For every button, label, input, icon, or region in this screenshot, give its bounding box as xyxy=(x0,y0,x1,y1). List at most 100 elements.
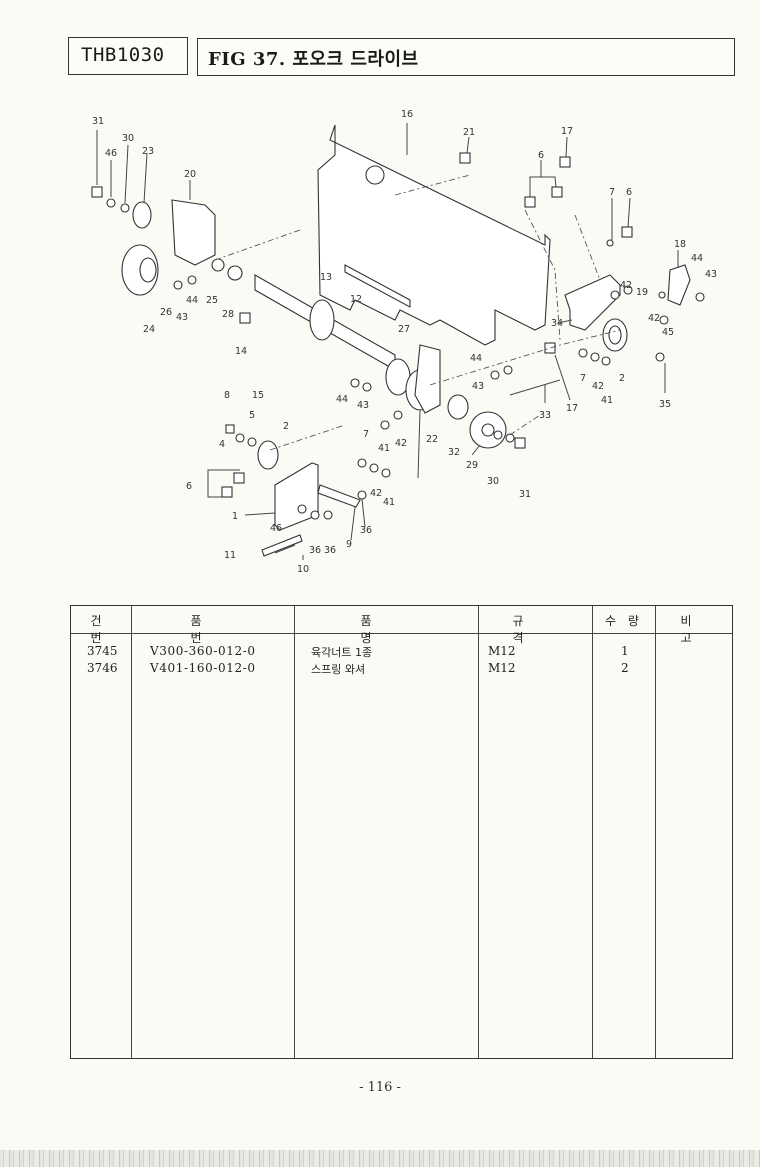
callout-label: 7 xyxy=(363,429,369,440)
bolt-6e xyxy=(221,486,233,498)
washer xyxy=(623,285,633,295)
leader xyxy=(207,469,240,485)
bolt-31-left xyxy=(91,186,103,198)
column-divider xyxy=(131,606,295,1058)
callout-label: 45 xyxy=(662,327,674,338)
callout-label: 27 xyxy=(398,324,410,335)
washer xyxy=(106,198,116,208)
callout-label: 6 xyxy=(186,481,192,492)
callout-label: 25 xyxy=(206,295,218,306)
callout-label: 21 xyxy=(463,127,475,138)
washer xyxy=(310,510,320,520)
washer xyxy=(173,280,183,290)
row-spec: M12 xyxy=(488,661,516,675)
callout-label: 42 xyxy=(648,313,660,324)
callout-label: 4 xyxy=(219,439,225,450)
washer xyxy=(393,410,403,420)
callout-label: 5 xyxy=(249,410,255,421)
callout-label: 31 xyxy=(92,116,104,127)
centerline xyxy=(214,229,301,261)
callout-label: 16 xyxy=(401,109,413,120)
bracket-22 xyxy=(414,344,441,414)
callout-label: 41 xyxy=(383,497,395,508)
leader xyxy=(274,544,296,554)
callout-label: 11 xyxy=(224,550,236,561)
exploded-parts-diagram: 31 30 46 23 20 16 21 17 6 7 6 18 44 43 1… xyxy=(0,95,760,585)
centerline xyxy=(269,424,346,451)
row-qty: 1 xyxy=(621,644,629,658)
label-layer: 31 30 46 23 20 16 21 17 6 7 6 18 44 43 1… xyxy=(92,109,717,575)
washer xyxy=(381,468,391,478)
leader xyxy=(627,197,631,228)
callout-label: 43 xyxy=(176,312,188,323)
centerline xyxy=(394,174,471,196)
callout-label: 36 xyxy=(324,545,336,556)
callout-label: 44 xyxy=(691,253,703,264)
bolt-6d xyxy=(233,472,245,484)
figure-title: FIG 37. 포오크 드라이브 xyxy=(208,49,419,70)
callout-label: 28 xyxy=(222,309,234,320)
header-part-no: 품 번 xyxy=(190,614,252,645)
washer xyxy=(610,290,620,300)
callout-label: 30 xyxy=(122,133,134,144)
washer xyxy=(323,510,333,520)
callout-label: 18 xyxy=(674,239,686,250)
washer xyxy=(658,291,666,299)
diagram-svg xyxy=(91,123,705,560)
table-header-row xyxy=(71,606,732,634)
column-divider xyxy=(294,606,479,1058)
column-divider xyxy=(478,606,593,1058)
callout-label: 7 xyxy=(609,187,615,198)
leader xyxy=(471,444,481,456)
centerline xyxy=(574,214,601,281)
bracket-plate xyxy=(564,274,621,331)
washer xyxy=(503,365,513,375)
callout-label: 35 xyxy=(659,399,671,410)
callout-label: 43 xyxy=(472,381,484,392)
washer xyxy=(120,203,130,213)
column-divider xyxy=(71,606,132,1058)
bolt-31-right xyxy=(514,437,526,449)
leader xyxy=(557,319,573,324)
bolt-6c xyxy=(621,226,633,238)
bolt-21 xyxy=(459,152,471,164)
bolt-eleven xyxy=(261,534,303,557)
frame-hole xyxy=(365,165,385,185)
page-number: - 116 - xyxy=(359,1080,401,1095)
callout-label: 6 xyxy=(538,150,544,161)
callout-label: 19 xyxy=(636,287,648,298)
leader xyxy=(529,160,542,197)
leader xyxy=(554,354,571,401)
leader xyxy=(207,485,222,498)
leader xyxy=(244,512,276,516)
bevel-gear-hub xyxy=(139,257,157,283)
callout-label: 31 xyxy=(519,489,531,500)
bolt-17b xyxy=(544,342,556,354)
bolt-14 xyxy=(239,312,251,324)
washer xyxy=(369,463,379,473)
callout-label: 44 xyxy=(336,394,348,405)
collar-32 xyxy=(447,394,469,420)
centerline xyxy=(509,414,541,436)
washer xyxy=(350,378,360,388)
callout-label: 8 xyxy=(224,390,230,401)
callout-label: 20 xyxy=(184,169,196,180)
callout-label: 17 xyxy=(561,126,573,137)
callout-label: 44 xyxy=(470,353,482,364)
leader xyxy=(124,144,129,204)
leader xyxy=(350,506,356,541)
washer xyxy=(601,356,611,366)
callout-label: 42 xyxy=(592,381,604,392)
row-spec: M12 xyxy=(488,644,516,658)
pin-nine xyxy=(317,484,361,508)
callout-label: 34 xyxy=(551,318,563,329)
gear-small xyxy=(132,201,152,229)
bolt-8 xyxy=(225,424,235,434)
row-part-no: V401-160-012-0 xyxy=(150,661,256,675)
header-spec: 규 격 xyxy=(512,614,564,645)
bolt-17 xyxy=(559,156,571,168)
washer xyxy=(606,239,614,247)
callout-label: 12 xyxy=(350,294,362,305)
washer xyxy=(659,315,669,325)
model-code: THB1030 xyxy=(81,44,165,66)
